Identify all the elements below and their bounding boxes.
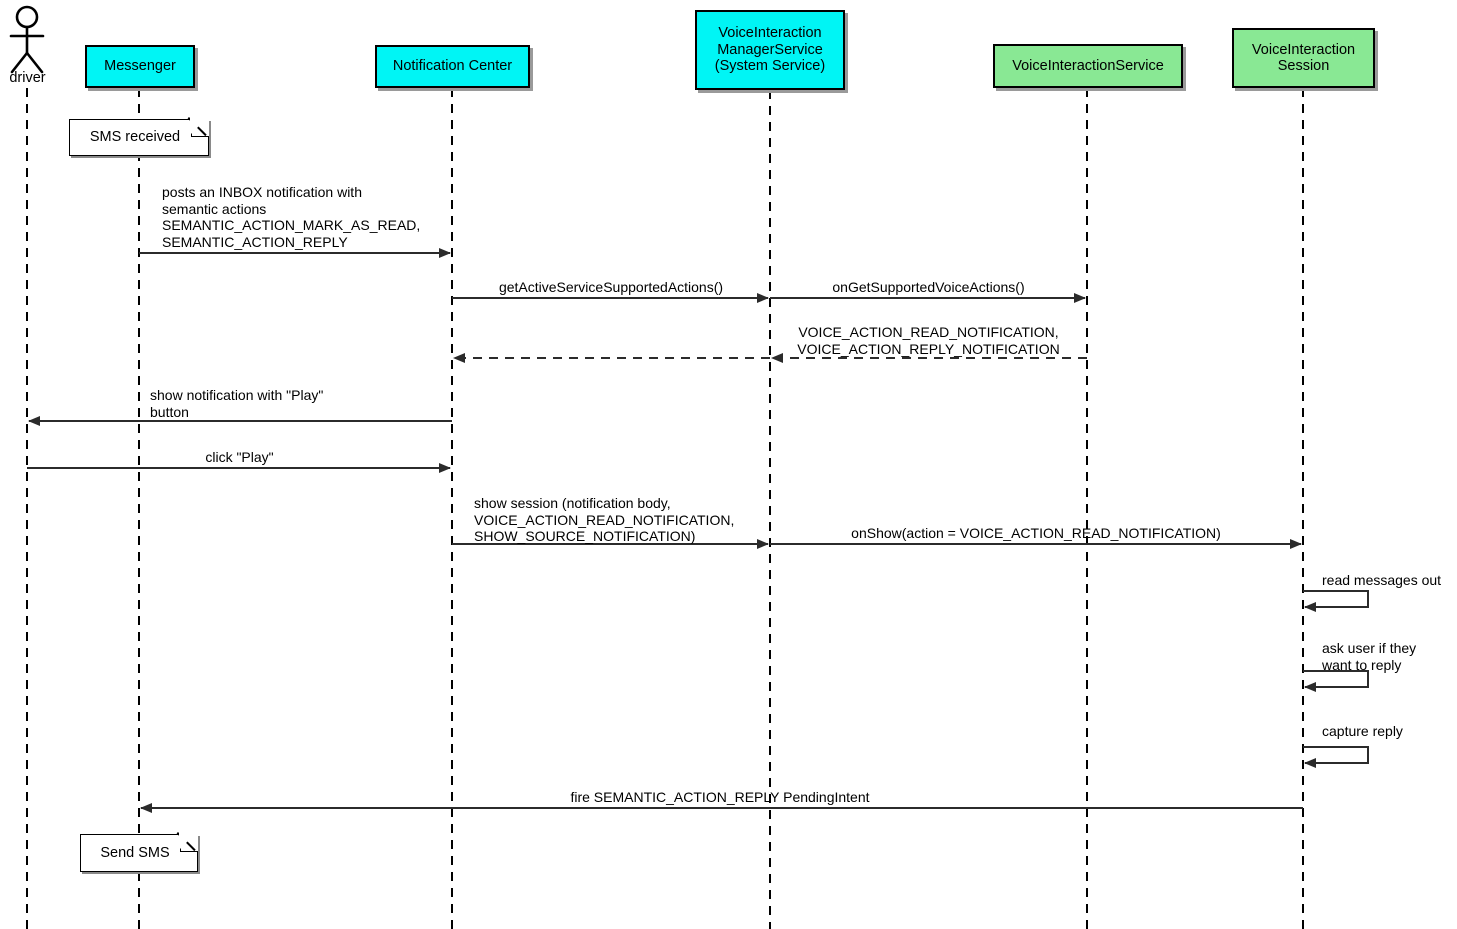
message-label-on-get-supported-voice-actions: onGetSupportedVoiceActions()	[832, 279, 1025, 295]
actor-driver-figure	[9, 5, 45, 74]
actor-driver-label: driver	[9, 70, 46, 86]
self-arrow-read-messages-out	[1303, 590, 1369, 612]
note-fold-corner-icon	[187, 117, 209, 137]
message-label-fire-reply-pending-intent: fire SEMANTIC_ACTION_REPLY PendingIntent	[570, 789, 870, 805]
self-arrow-ask-user-reply	[1303, 670, 1369, 692]
note-fold-corner-icon	[176, 832, 198, 852]
message-label-click-play: click "Play"	[205, 449, 274, 465]
note-send-sms: Send SMS	[80, 832, 198, 872]
note-sms-received-text: SMS received	[89, 129, 181, 145]
participant-voiceinteraction-manager-service[interactable]: VoiceInteraction ManagerService (System …	[695, 10, 845, 90]
self-message-label-read-messages-out: read messages out	[1322, 572, 1442, 588]
note-send-sms-text: Send SMS	[100, 844, 170, 861]
participant-voiceinteraction-session[interactable]: VoiceInteraction Session	[1232, 28, 1375, 88]
participant-voiceinteraction-service[interactable]: VoiceInteractionService	[993, 44, 1183, 88]
message-label-show-session: show session (notification body, VOICE_A…	[474, 495, 735, 544]
message-label-return-voice-actions: VOICE_ACTION_READ_NOTIFICATION, VOICE_AC…	[797, 324, 1060, 357]
note-sms-received: SMS received	[69, 117, 209, 156]
message-label-get-active-service-supported-actions: getActiveServiceSupportedActions()	[498, 279, 724, 295]
message-label-post-notification: posts an INBOX notification with semanti…	[162, 184, 421, 250]
message-label-show-notification: show notification with "Play" button	[150, 387, 324, 420]
self-message-label-ask-user-reply: ask user if they want to reply	[1322, 640, 1417, 673]
message-label-on-show: onShow(action = VOICE_ACTION_READ_NOTIFI…	[851, 525, 1221, 541]
participant-notification-center[interactable]: Notification Center	[375, 45, 530, 88]
participant-messenger[interactable]: Messenger	[85, 45, 195, 88]
self-message-label-capture-reply: capture reply	[1322, 723, 1403, 739]
self-arrow-capture-reply	[1303, 746, 1369, 768]
